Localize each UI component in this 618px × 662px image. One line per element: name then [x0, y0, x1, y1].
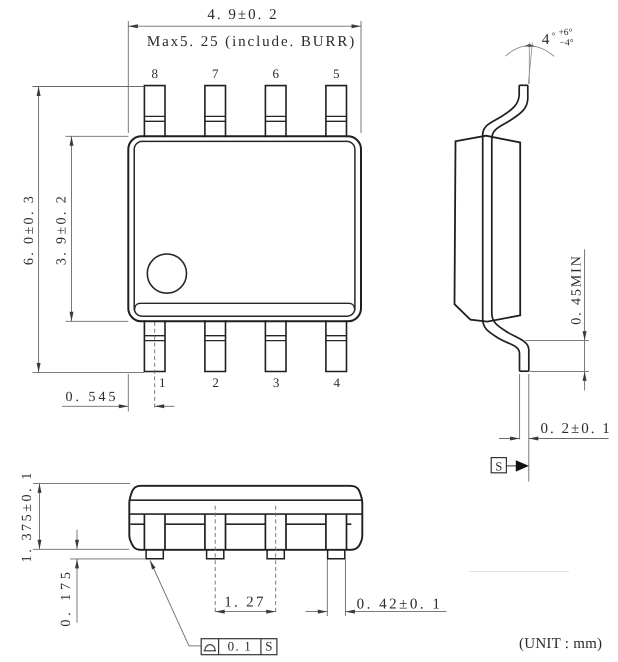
svg-text:6: 6 — [272, 66, 279, 81]
svg-text:3. 9±0. 2: 3. 9±0. 2 — [54, 194, 69, 265]
svg-text:6. 0±0. 3: 6. 0±0. 3 — [22, 194, 37, 265]
svg-text:+6°: +6° — [558, 28, 572, 38]
svg-text:2: 2 — [212, 375, 219, 390]
svg-text:4: 4 — [542, 32, 550, 48]
svg-text:5: 5 — [333, 66, 340, 81]
svg-text:S: S — [495, 459, 502, 473]
svg-text:0. 175: 0. 175 — [59, 568, 74, 626]
svg-text:0. 42±0. 1: 0. 42±0. 1 — [357, 597, 443, 613]
svg-text:1: 1 — [159, 375, 166, 390]
svg-text:7: 7 — [212, 66, 219, 81]
svg-text:0. 45MIN: 0. 45MIN — [569, 254, 584, 324]
svg-text:8: 8 — [151, 66, 158, 81]
svg-text:S: S — [265, 639, 272, 654]
svg-text:3: 3 — [273, 375, 280, 390]
svg-text:−4°: −4° — [560, 38, 574, 48]
svg-text:(UNIT : mm): (UNIT : mm) — [519, 636, 602, 652]
svg-text:0. 545: 0. 545 — [66, 390, 119, 405]
svg-text:Max5. 25 (include. BURR): Max5. 25 (include. BURR) — [147, 34, 356, 50]
svg-text:1. 375±0. 1: 1. 375±0. 1 — [20, 470, 35, 562]
svg-text:4: 4 — [334, 375, 341, 390]
svg-text:°: ° — [552, 31, 556, 41]
svg-text:0. 2±0. 1: 0. 2±0. 1 — [541, 421, 612, 437]
svg-text:1. 27: 1. 27 — [224, 594, 266, 610]
svg-text:0. 1: 0. 1 — [228, 639, 252, 654]
svg-text:4. 9±0. 2: 4. 9±0. 2 — [207, 7, 278, 23]
